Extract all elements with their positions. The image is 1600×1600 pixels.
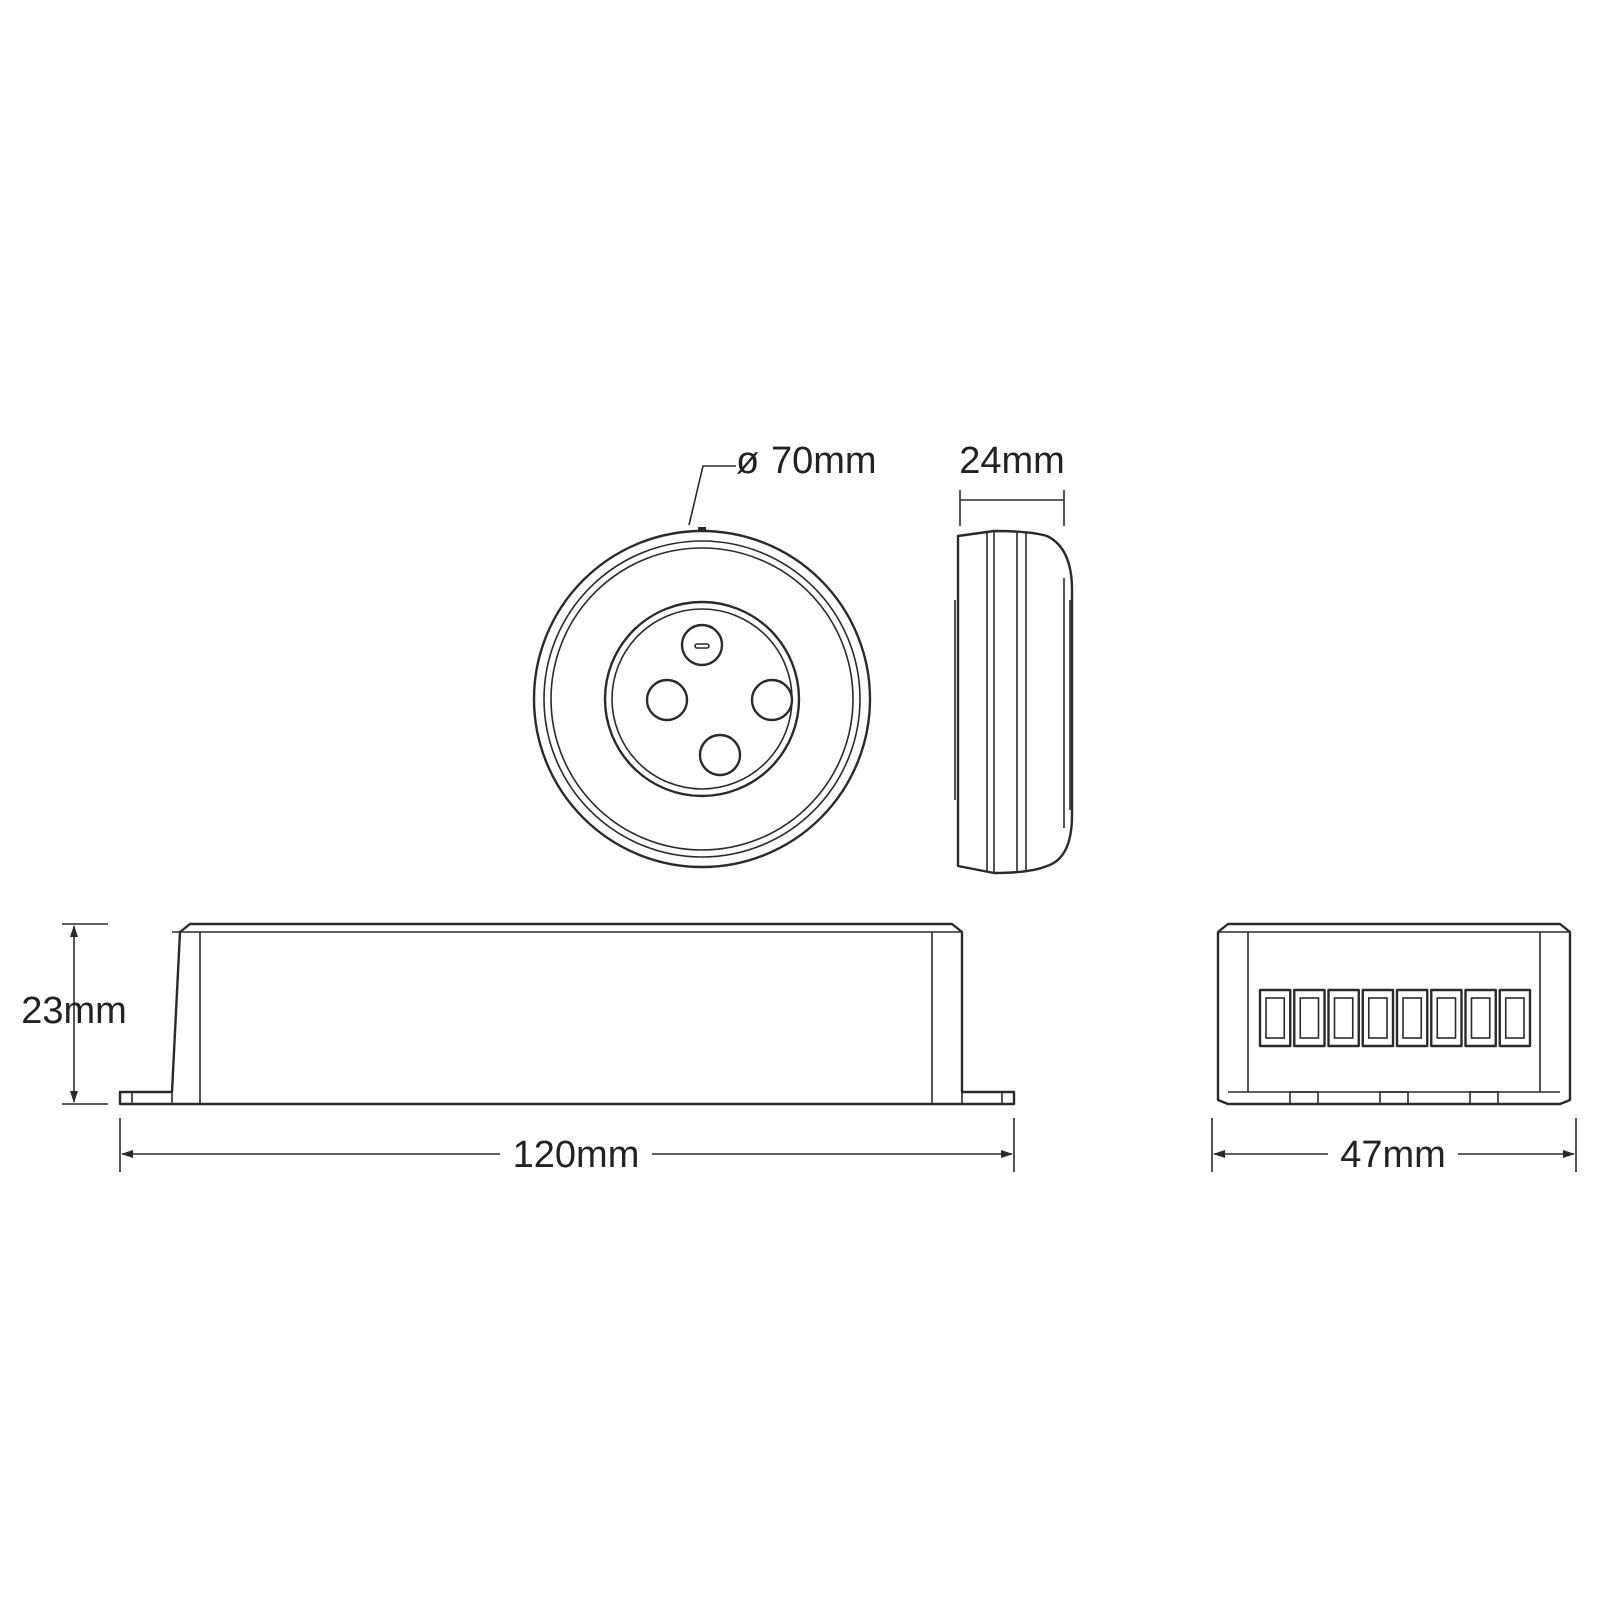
terminal-screw (1333, 997, 1354, 1039)
width-dimension: 47mm (1211, 1118, 1577, 1176)
length-dimension: 120mm (119, 1118, 1015, 1176)
remote-front-view (532, 527, 872, 869)
terminal-slot (1293, 988, 1326, 1048)
base-foot (1469, 1091, 1499, 1105)
remote-rim-inner-line (550, 547, 854, 851)
terminal-slot (1395, 988, 1429, 1048)
base-foot (1379, 1091, 1409, 1105)
terminal-screw (1299, 997, 1320, 1039)
terminal-screw (1436, 997, 1457, 1039)
width-label: 47mm (1340, 1134, 1446, 1176)
base-feet (1289, 1091, 1499, 1105)
remote-button-right (750, 678, 794, 722)
terminal-slot (1498, 988, 1532, 1048)
terminal-slot (1361, 988, 1395, 1048)
terminal-screw (1367, 997, 1388, 1039)
thickness-label: 24mm (959, 440, 1065, 482)
terminal-screw (1265, 997, 1286, 1039)
height-dimension: 23mm (21, 923, 127, 1105)
terminal-screw (1402, 997, 1423, 1039)
remote-button-ring (603, 600, 801, 798)
terminal-screw (1470, 997, 1491, 1039)
indicator-led-icon (694, 643, 710, 649)
remote-top-notch (698, 527, 706, 531)
terminal-slot (1464, 988, 1497, 1048)
remote-side-view (954, 529, 1074, 875)
terminal-slot (1258, 988, 1292, 1048)
diameter-symbol: ø (736, 440, 759, 482)
diameter-dimension: ø 70mm (688, 440, 877, 526)
controller-body-outline (118, 922, 1016, 1106)
diameter-leader-line (688, 465, 736, 526)
remote-rim-line (543, 540, 861, 858)
base-foot (1289, 1091, 1319, 1105)
height-label: 23mm (21, 990, 127, 1032)
remote-side-outline (956, 529, 1074, 875)
controller-front-view (118, 922, 1016, 1106)
terminal-screw (1504, 997, 1525, 1039)
thickness-dimension: 24mm (959, 440, 1065, 526)
terminal-slot (1327, 988, 1360, 1048)
remote-button-top (680, 623, 724, 667)
controller-side-outline (1216, 922, 1572, 1106)
mounting-tab-left (131, 1091, 173, 1105)
terminal-slot (1430, 988, 1463, 1048)
remote-button-bottom (698, 733, 742, 777)
diameter-label: 70mm (771, 440, 877, 482)
remote-button-left (645, 678, 689, 722)
mounting-tab-right (961, 1091, 1003, 1105)
controller-side-view (1216, 922, 1572, 1106)
length-label: 120mm (513, 1134, 640, 1176)
terminal-block (1258, 988, 1532, 1048)
remote-outer-rim (532, 529, 872, 869)
